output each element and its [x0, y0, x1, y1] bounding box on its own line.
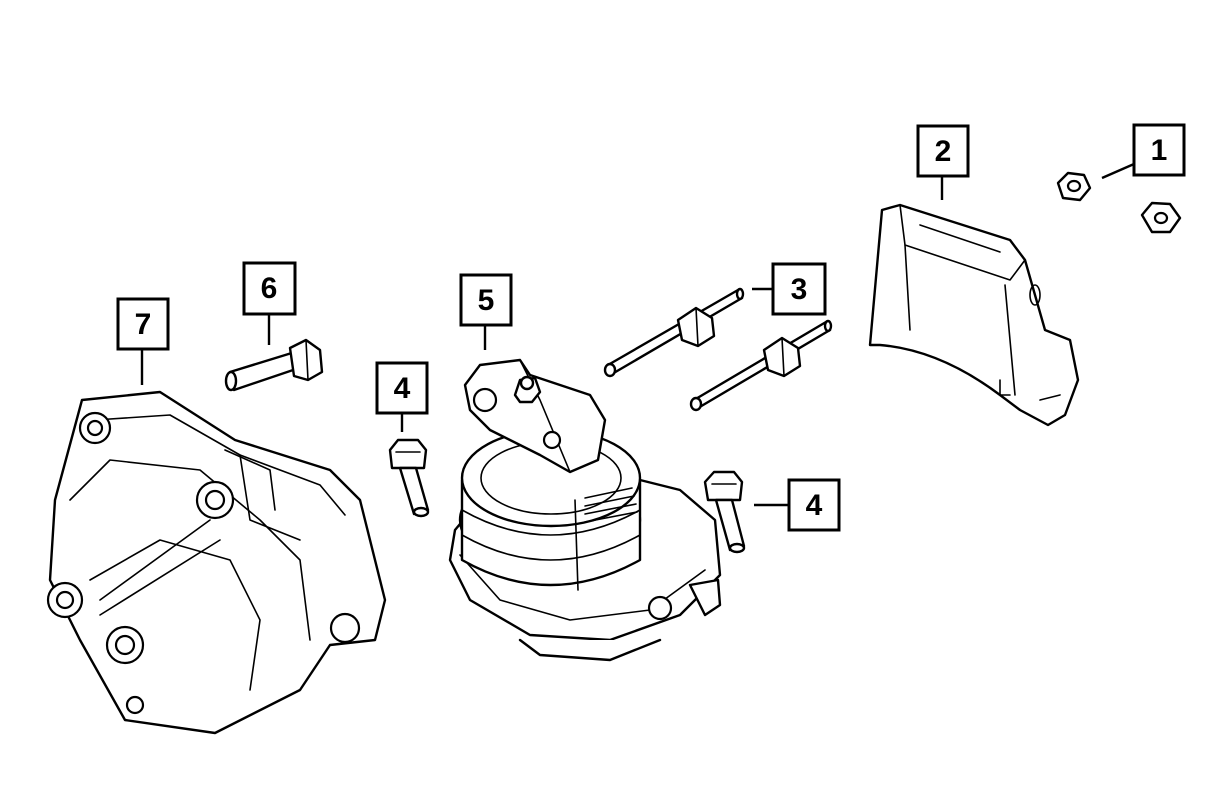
part-4-bolt-left [388, 438, 430, 518]
callout-2: 2 [916, 124, 970, 178]
callout-4-left: 4 [375, 361, 429, 415]
svg-text:2: 2 [935, 135, 952, 168]
part-5-engine-mount [448, 358, 722, 662]
callout-3: 3 [771, 262, 827, 316]
part-1-nut-right [1140, 201, 1182, 234]
part-3-stud-lower [689, 319, 833, 412]
svg-text:6: 6 [261, 272, 278, 305]
part-3-stud-upper [603, 287, 745, 378]
svg-text:1: 1 [1151, 134, 1168, 167]
leader-1 [1101, 162, 1135, 180]
part-2-shield [868, 203, 1080, 427]
svg-text:4: 4 [806, 489, 823, 522]
part-6-bolt [224, 338, 324, 392]
callout-6: 6 [242, 261, 297, 316]
svg-text:5: 5 [478, 284, 495, 317]
part-7-bracket [46, 390, 387, 735]
callout-7: 7 [116, 297, 170, 351]
part-4-bolt-right [703, 470, 746, 554]
part-1-nut-left [1056, 171, 1092, 202]
callout-4-right: 4 [787, 478, 841, 532]
callout-5: 5 [459, 273, 513, 327]
svg-text:7: 7 [135, 308, 152, 341]
callout-1: 1 [1132, 123, 1186, 177]
svg-text:4: 4 [394, 372, 411, 405]
svg-text:3: 3 [791, 273, 808, 306]
